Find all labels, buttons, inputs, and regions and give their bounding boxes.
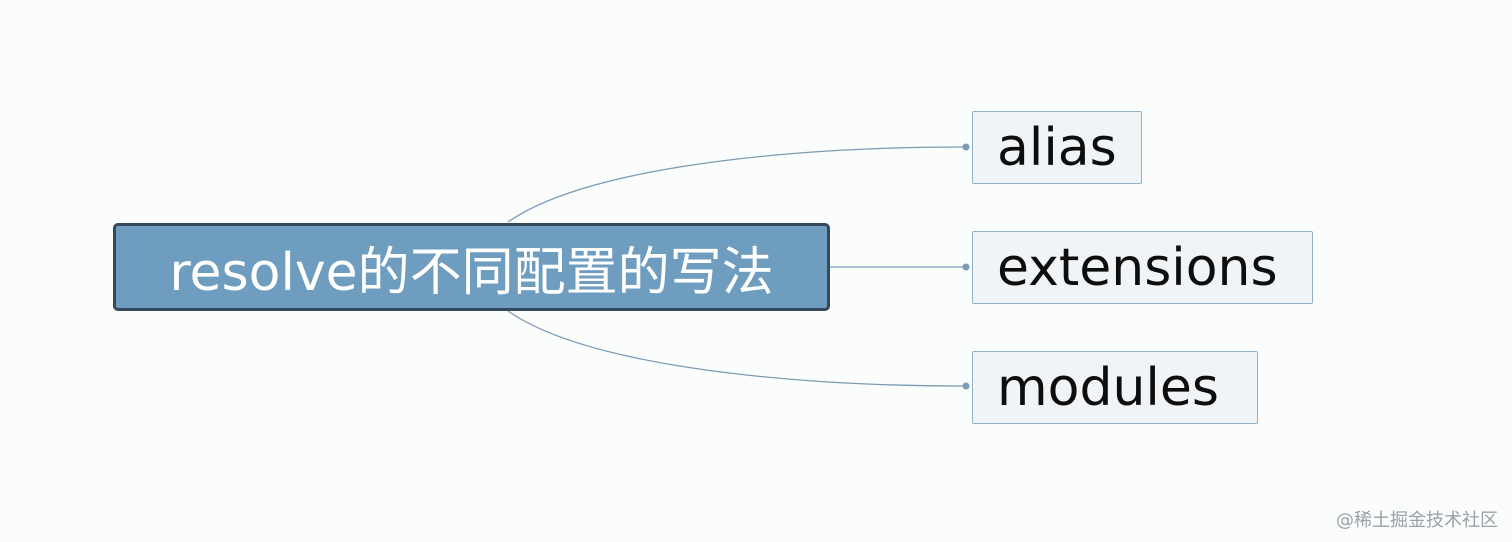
subtopic-alias[interactable]: alias — [972, 111, 1142, 184]
subtopic-label: modules — [997, 357, 1219, 418]
subtopic-label: alias — [997, 117, 1117, 178]
watermark: @稀土掘金技术社区 — [1336, 510, 1498, 531]
connector-dot-extensions — [962, 263, 970, 271]
subtopic-modules[interactable]: modules — [972, 351, 1258, 424]
connector-modules — [507, 310, 966, 387]
subtopic-label: extensions — [997, 237, 1278, 298]
connector-dot-alias — [962, 143, 970, 151]
root-topic[interactable]: resolve的不同配置的写法 — [113, 223, 830, 311]
root-topic-label: resolve的不同配置的写法 — [169, 242, 774, 303]
subtopic-extensions[interactable]: extensions — [972, 231, 1313, 304]
connector-alias — [507, 146, 966, 223]
connector-dot-modules — [962, 382, 970, 390]
